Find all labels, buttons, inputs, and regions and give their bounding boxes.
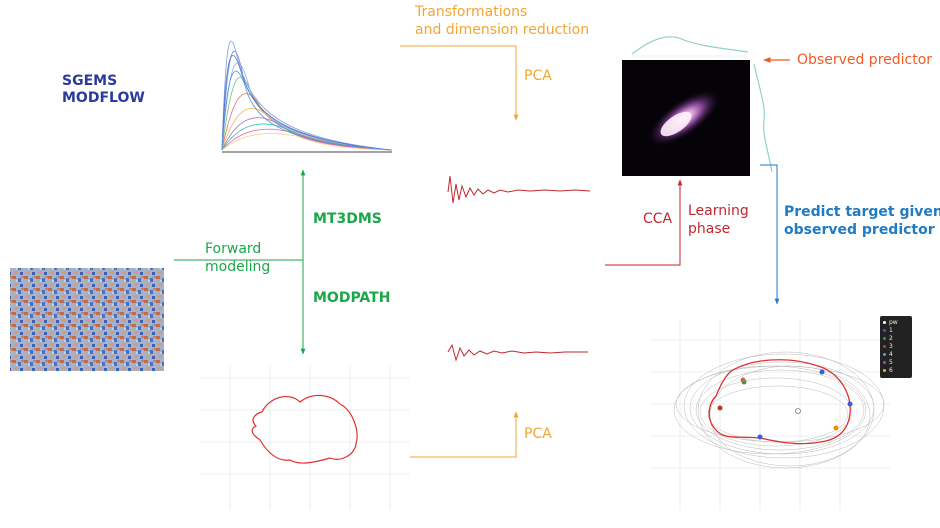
pca-bottom-label: PCA [524, 426, 552, 442]
legend-item: 5 [883, 358, 909, 366]
legend-label: 5 [889, 358, 893, 366]
legend-label: 1 [889, 326, 893, 334]
legend-swatch [883, 344, 886, 348]
legend-label: 4 [889, 350, 893, 358]
transformations-arrow [400, 45, 519, 121]
legend-label: 2 [889, 334, 893, 342]
legend-item: 6 [883, 366, 909, 374]
legend-label: pw [889, 318, 898, 326]
breakthrough-curves-plot [221, 40, 393, 153]
legend-item: 1 [883, 326, 909, 334]
legend-swatch [883, 328, 886, 332]
learning-arrow [605, 179, 683, 266]
permeability-field-image [10, 268, 164, 371]
legend-item: 2 [883, 334, 909, 342]
legend-item: 4 [883, 350, 909, 358]
prediction-plot [650, 320, 890, 510]
plume-contour-plot [200, 365, 410, 510]
cca-label: CCA [643, 211, 673, 227]
well-legend: pw 1 2 3 4 5 6 [880, 316, 912, 378]
pca-waveform-bottom [447, 343, 588, 362]
legend-swatch [883, 368, 886, 372]
software-label-sgems: SGEMS [62, 73, 118, 89]
legend-swatch [883, 320, 886, 324]
legend-swatch [883, 336, 886, 340]
predict-target-line2: observed predictor [784, 222, 935, 238]
predict-arrow [760, 164, 780, 305]
legend-item: 3 [883, 342, 909, 350]
learning-phase-line1: Learning [688, 203, 749, 219]
transformations-label-line2: and dimension reduction [415, 22, 590, 38]
legend-label: 3 [889, 342, 893, 350]
pca-top-label: PCA [524, 68, 552, 84]
legend-label: 6 [889, 366, 893, 374]
transformations-label-line1: Transformations [415, 4, 528, 20]
pca-waveform-top [447, 175, 591, 204]
legend-swatch [883, 360, 886, 364]
forward-modeling-line1: Forward [205, 241, 262, 257]
mt3dms-label: MT3DMS [313, 211, 382, 227]
modpath-label: MODPATH [313, 290, 391, 306]
learning-phase-line2: phase [688, 221, 731, 237]
observed-predictor-label: Observed predictor [797, 52, 933, 68]
predict-target-line1: Predict target given [784, 204, 940, 220]
forward-modeling-line2: modeling [205, 259, 271, 275]
software-label-modflow: MODFLOW [62, 90, 145, 106]
cca-scatter-plot [622, 36, 773, 176]
legend-item: pw [883, 318, 909, 326]
legend-swatch [883, 352, 886, 356]
pca-bottom-arrow [410, 411, 519, 458]
